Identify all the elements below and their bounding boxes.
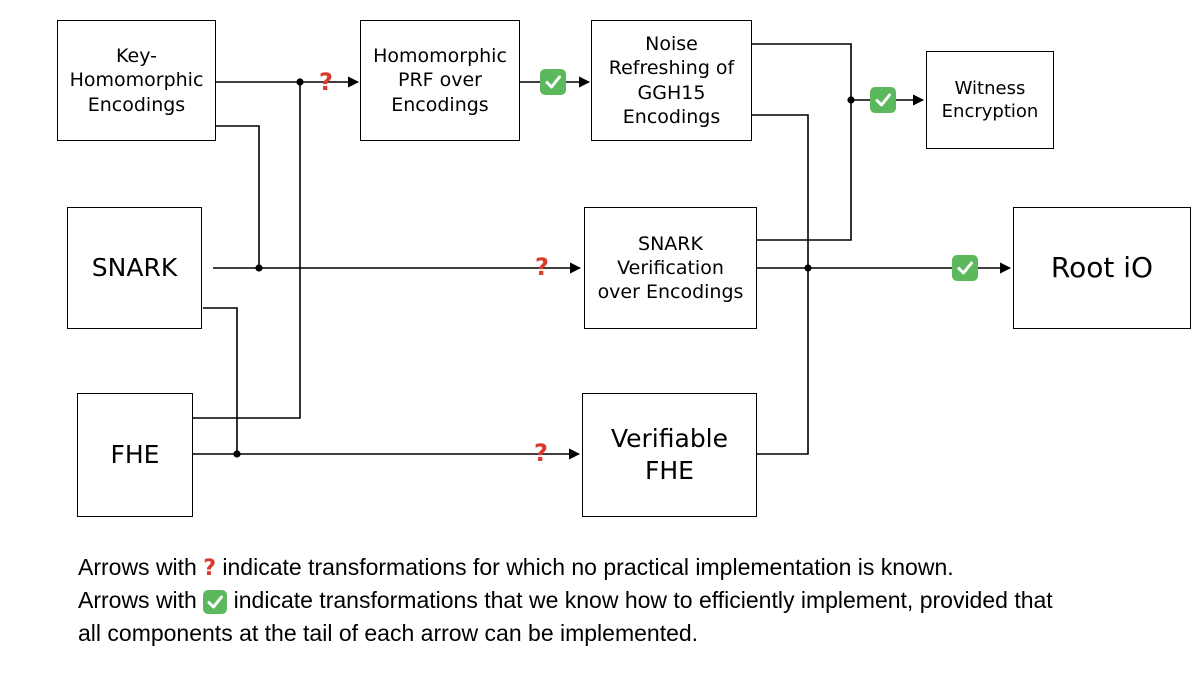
box-snark-verification: SNARK Verification over Encodings	[584, 207, 757, 329]
question-mark-icon: ?	[319, 68, 333, 96]
wire-fhe-up-prf	[193, 82, 301, 419]
check-mark-icon	[203, 590, 228, 614]
box-noise-refreshing: Noise Refreshing of GGH15 Encodings	[591, 20, 752, 141]
legend-line-check: Arrows with indicate transformations tha…	[78, 587, 1053, 615]
box-label: SNARK	[91, 253, 178, 282]
box-label: Noise Refreshing of GGH15 Encodings	[608, 32, 735, 128]
question-mark-icon: ?	[535, 253, 549, 281]
box-witness-encryption: Witness Encryption	[926, 51, 1054, 149]
box-snark: SNARK	[67, 207, 202, 329]
junction-dot	[233, 450, 241, 458]
check-mark-icon	[540, 69, 566, 95]
box-key-homomorphic-encodings: Key- Homomorphic Encodings	[57, 20, 216, 141]
box-label: FHE	[110, 440, 160, 469]
question-mark-icon: ?	[534, 439, 548, 467]
box-label: Verifiable FHE	[610, 424, 729, 485]
box-fhe: FHE	[77, 393, 193, 517]
junction-dot	[847, 96, 855, 104]
junction-dot	[804, 264, 812, 272]
wire-verif-up	[757, 100, 852, 241]
wire-snark-down	[203, 307, 238, 454]
wire-vfhe-up	[757, 268, 809, 455]
box-label: Homomorphic PRF over Encodings	[373, 45, 507, 116]
legend-prefix: Arrows with	[78, 554, 197, 580]
legend-text: all components at the tail of each arrow…	[78, 620, 699, 646]
legend-text: indicate transformations that we know ho…	[233, 587, 1053, 613]
box-homomorphic-prf: Homomorphic PRF over Encodings	[360, 20, 520, 141]
wire-key-down	[215, 125, 260, 268]
box-label: Key- Homomorphic Encodings	[69, 45, 204, 116]
junction-dot	[255, 264, 263, 272]
box-verifiable-fhe: Verifiable FHE	[582, 393, 757, 517]
check-mark-icon	[870, 87, 896, 113]
legend-line-question: Arrows with ? indicate transformations f…	[78, 554, 954, 582]
box-root-io: Root iO	[1013, 207, 1191, 329]
check-mark-icon	[952, 255, 978, 281]
wire-noise-lower	[751, 114, 809, 268]
junction-dot	[296, 78, 304, 86]
question-mark-icon: ?	[203, 556, 217, 581]
box-label: Root iO	[1050, 251, 1154, 285]
box-label: SNARK Verification over Encodings	[597, 232, 744, 304]
legend-prefix: Arrows with	[78, 587, 197, 613]
wire-noise-top	[751, 43, 852, 100]
legend-text: indicate transformations for which no pr…	[222, 554, 954, 580]
legend-line-continuation: all components at the tail of each arrow…	[78, 620, 698, 648]
box-label: Witness Encryption	[941, 77, 1039, 122]
